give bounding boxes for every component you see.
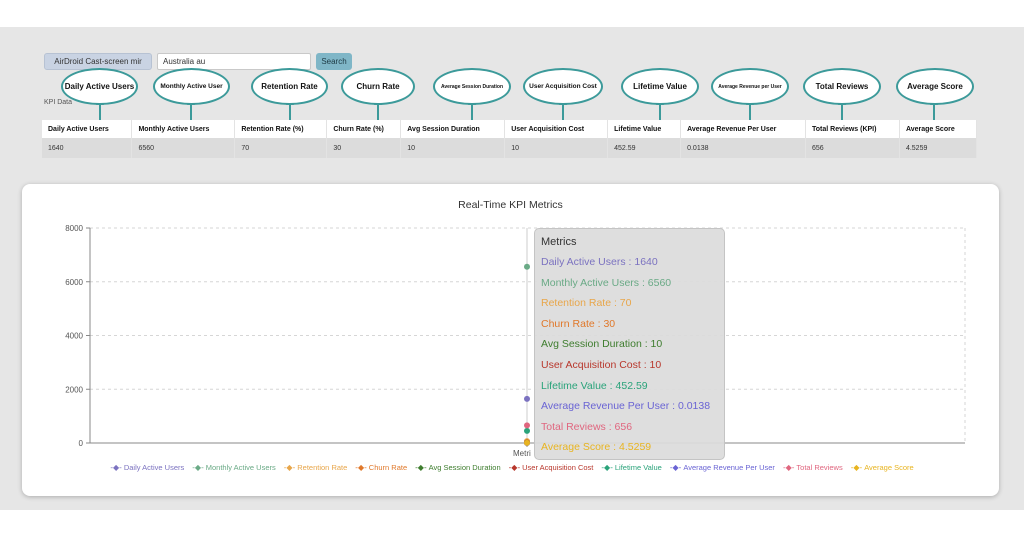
legend-label: User Acquisition Cost (522, 463, 594, 472)
column-header: User Acquisition Cost (504, 120, 609, 138)
column-header: Total Reviews (KPI) (805, 120, 900, 138)
legend-label: Monthly Active Users (205, 463, 276, 472)
table-cell: 0.0138 (680, 138, 807, 158)
legend-item[interactable]: -◆-User Acquisition Cost (509, 463, 594, 472)
annotation-retention-rate: Retention Rate (251, 68, 328, 105)
annotation-average-session-duration: Average Session Duration (433, 68, 511, 105)
table-cell: 30 (326, 138, 402, 158)
column-header: Lifetime Value (607, 120, 682, 138)
y-tick-label: 4000 (65, 332, 83, 341)
annotation-churn-rate: Churn Rate (341, 68, 415, 105)
data-point-lifetime-value (524, 427, 530, 434)
data-point-daily-active-users (524, 395, 530, 402)
tooltip-row: Average Score : 4.5259 (541, 441, 652, 454)
tooltip-row: Total Reviews : 656 (541, 420, 633, 433)
legend-label: Lifetime Value (614, 463, 662, 472)
column-header: Avg Session Duration (400, 120, 506, 138)
tooltip-row: Retention Rate : 70 (541, 297, 632, 310)
table-cell: 10 (504, 138, 609, 158)
kpi-table: Daily Active Users Monthly Active Users … (42, 120, 978, 158)
legend-marker-icon: -◆- (110, 463, 122, 472)
table-cell: 452.59 (607, 138, 682, 158)
data-point-total-reviews (524, 422, 530, 429)
x-tick-label: Metri (513, 449, 531, 458)
legend-marker-icon: -◆- (283, 463, 296, 472)
annotation-lifetime-value: Lifetime Value (621, 68, 699, 105)
legend-marker-icon: -◆- (601, 463, 613, 472)
chart-card: Real-Time KPI Metrics (22, 184, 999, 496)
data-point-monthly-active-users (524, 263, 530, 270)
annotation-total-reviews: Total Reviews (803, 68, 881, 105)
search-input[interactable] (157, 53, 311, 70)
tooltip-row: Churn Rate : 30 (541, 317, 616, 330)
kpi-data-caption: KPI Data (44, 99, 73, 106)
legend-label: Total Reviews (796, 463, 843, 472)
legend-marker-icon: -◆- (850, 463, 863, 472)
tooltip-title: Metrics (541, 236, 577, 248)
y-tick-label: 2000 (65, 385, 83, 394)
legend-label: Retention Rate (297, 463, 348, 472)
tooltip-row: Lifetime Value : 452.59 (541, 379, 648, 392)
legend-item[interactable]: -◆-Daily Active Users (110, 463, 184, 472)
table-cell: 70 (234, 138, 328, 158)
annotation-daily-active-users: Daily Active Users (61, 68, 138, 105)
legend-label: Average Score (864, 463, 914, 472)
legend-label: Average Revenue Per User (683, 463, 775, 472)
column-header: Churn Rate (%) (326, 120, 402, 138)
legend-item[interactable]: -◆-Lifetime Value (601, 463, 661, 472)
legend-item[interactable]: -◆-Retention Rate (284, 463, 348, 472)
tooltip-row: Monthly Active Users : 6560 (541, 276, 672, 289)
y-tick-label: 8000 (65, 224, 83, 233)
annotation-monthly-active-user: Monthly Active User (153, 68, 230, 105)
table-row: 1640 6560 70 30 10 10 452.59 0.0138 656 … (42, 138, 978, 158)
legend-label: Daily Active Users (123, 463, 185, 472)
legend-item[interactable]: -◆-Total Reviews (783, 463, 843, 472)
tooltip-row: Avg Session Duration : 10 (541, 338, 663, 351)
legend-marker-icon: -◆- (415, 463, 427, 472)
column-header: Average Score (899, 120, 978, 138)
table-cell: 656 (805, 138, 900, 158)
table-cell: 10 (400, 138, 506, 158)
search-button[interactable]: Search (316, 53, 352, 70)
column-header: Monthly Active Users (131, 120, 236, 138)
annotation-average-score: Average Score (896, 68, 974, 105)
table-cell: 4.5259 (899, 138, 978, 158)
data-point-average-score (524, 439, 530, 446)
legend-item[interactable]: -◆-Average Score (851, 463, 914, 472)
tooltip-row: Average Revenue Per User : 0.0138 (541, 400, 711, 413)
chart-legend: -◆-Daily Active Users-◆-Monthly Active U… (0, 463, 1024, 472)
legend-label: Churn Rate (368, 463, 408, 472)
legend-item[interactable]: -◆-Churn Rate (355, 463, 407, 472)
column-header: Retention Rate (%) (234, 120, 328, 138)
legend-marker-icon: -◆- (192, 463, 204, 472)
column-header: Average Revenue Per User (680, 120, 807, 138)
legend-marker-icon: -◆- (782, 463, 795, 472)
legend-marker-icon: -◆- (508, 463, 521, 472)
table-header-row: Daily Active Users Monthly Active Users … (42, 120, 978, 138)
tooltip-row: User Acquisition Cost : 10 (541, 358, 662, 371)
legend-label: Avg Session Duration (428, 463, 501, 472)
column-header: Daily Active Users (42, 120, 133, 138)
legend-item[interactable]: -◆-Avg Session Duration (415, 463, 500, 472)
tooltip-row: Daily Active Users : 1640 (541, 256, 658, 268)
legend-item[interactable]: -◆-Average Revenue Per User (670, 463, 775, 472)
legend-item[interactable]: -◆-Monthly Active Users (192, 463, 276, 472)
legend-marker-icon: -◆- (669, 463, 682, 472)
annotation-user-acquisition-cost: User Acquisition Cost (523, 68, 603, 105)
table-cell: 1640 (42, 138, 133, 158)
chart-title: Real-Time KPI Metrics (458, 199, 563, 211)
table-cell: 6560 (131, 138, 236, 158)
annotation-average-revenue-per-user: Average Revenue per User (711, 68, 789, 105)
legend-marker-icon: -◆- (355, 463, 367, 472)
y-tick-label: 6000 (65, 278, 83, 287)
y-tick-label: 0 (79, 439, 84, 448)
